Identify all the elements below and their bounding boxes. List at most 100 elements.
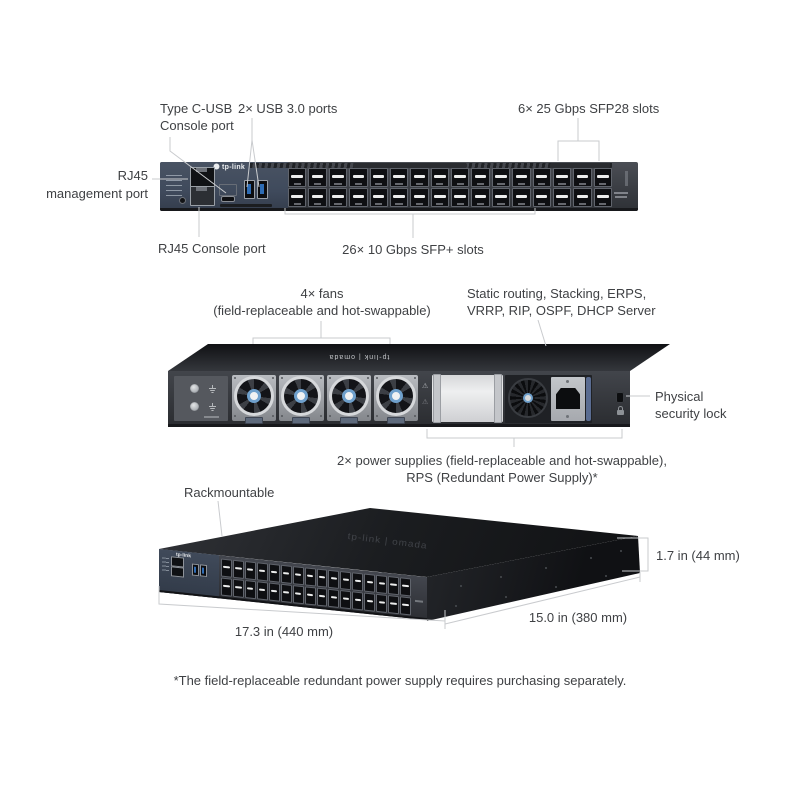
label-line: Static routing, Stacking, ERPS, <box>467 286 647 301</box>
sfp-port <box>364 592 376 612</box>
sfp-port <box>268 582 280 602</box>
sfp-port <box>280 564 292 584</box>
sfp-port <box>328 168 348 187</box>
rps-blank-cover <box>432 374 503 423</box>
screw-icon <box>566 380 569 383</box>
sfp-port <box>593 188 612 207</box>
top-watermark-logo: tp-link | omada <box>347 531 429 552</box>
label-line: 15.0 in (380 mm) <box>528 610 628 625</box>
sfp-port <box>389 188 409 207</box>
fan-opening <box>234 376 275 416</box>
sfp-port <box>471 168 490 187</box>
rj45-management-port <box>190 167 215 187</box>
label-line: Rackmountable <box>184 485 275 500</box>
rj45-console-port <box>171 566 184 578</box>
led-indicator-block <box>162 557 169 574</box>
label-rj45-console: RJ45 Console port <box>158 240 266 257</box>
sfp-port <box>304 567 316 587</box>
sfp-port <box>292 585 304 605</box>
fan-module <box>326 375 371 424</box>
fans-bracket-line <box>252 321 391 344</box>
sfp-port <box>430 168 449 187</box>
fan-opening <box>328 376 369 416</box>
sfp-port <box>308 188 327 207</box>
sfp-port <box>532 168 551 187</box>
label-line: 26× 10 Gbps SFP+ slots <box>342 242 484 257</box>
screw-icon <box>190 384 199 393</box>
fan-handle <box>339 417 358 424</box>
sfp-port-grid <box>288 168 612 207</box>
sfp-port <box>268 563 280 583</box>
sfp-port <box>593 168 612 187</box>
panel-slot <box>220 204 272 207</box>
sfp-port <box>376 593 388 613</box>
sfp-port <box>304 586 316 606</box>
sfp-port <box>244 580 256 600</box>
label-typec-console: Type C-USB Console port <box>160 100 234 134</box>
sfp-port <box>552 188 572 207</box>
label-line: 4× fans <box>300 286 344 301</box>
fan-opening <box>375 376 416 416</box>
reset-button <box>180 198 185 203</box>
fan-hub <box>388 389 403 403</box>
sfp-plus-bracket-line <box>284 208 536 238</box>
label-line: 6× 25 Gbps SFP28 slots <box>518 101 660 116</box>
sfp-port <box>352 591 364 611</box>
screw-icon <box>566 415 569 418</box>
sfp-port <box>316 587 328 607</box>
sfp-port <box>328 569 340 589</box>
sfp-port <box>388 595 400 615</box>
label-rackmountable: Rackmountable <box>184 484 274 501</box>
sfp-port <box>410 188 429 207</box>
psu-bracket-line <box>426 429 623 447</box>
sfp-port <box>288 188 307 207</box>
label-line: Console port <box>160 118 234 133</box>
sfp-port <box>451 188 470 207</box>
label-dimension-depth: 15.0 in (380 mm) <box>498 609 658 626</box>
label-line: RJ45 Console port <box>158 241 266 256</box>
sfp-port <box>256 581 268 601</box>
sfp-port <box>400 577 411 597</box>
footnote-text: *The field-replaceable redundant power s… <box>173 673 627 688</box>
model-text-placeholder <box>614 192 628 194</box>
sfp28-bracket-line <box>557 118 600 161</box>
label-line: RJ45 <box>117 168 148 183</box>
sfp-port <box>349 188 368 207</box>
usb3-port-1 <box>192 563 199 577</box>
label-line: management port <box>46 186 148 201</box>
fan-hub <box>341 389 356 403</box>
screw-icon <box>190 402 199 411</box>
sfp-port <box>389 168 409 187</box>
sfp-port <box>369 168 388 187</box>
sfp-port <box>340 571 352 591</box>
psu-handle <box>586 377 591 421</box>
sfp-port <box>232 578 244 598</box>
label-fans: 4× fans (field-replaceable and hot-swapp… <box>192 285 452 319</box>
sfp-port <box>376 574 388 594</box>
label-line: 1.7 in (44 mm) <box>656 548 740 563</box>
fan-opening <box>281 376 322 416</box>
label-dimension-width: 17.3 in (440 mm) <box>204 623 364 640</box>
sfp-port <box>280 583 292 603</box>
fan-module <box>373 375 418 424</box>
label-security-lock: Physical security lock <box>655 388 727 422</box>
vent-recess <box>550 163 610 168</box>
sfp-port <box>316 568 328 588</box>
fan-hub <box>294 389 309 403</box>
sfp-port <box>349 168 368 187</box>
plate-text-placeholder <box>204 416 219 418</box>
sfp-port <box>451 168 470 187</box>
sfp-port <box>471 188 490 207</box>
ground-icon <box>209 403 216 411</box>
tplink-logo: tp-link <box>213 163 253 172</box>
sfp-port <box>244 561 256 581</box>
fan-module <box>232 375 277 424</box>
model-text-placeholder <box>615 196 627 198</box>
sfp-port <box>491 188 511 207</box>
sfp-port <box>388 576 400 596</box>
switch-front-view: tp-link <box>160 162 638 211</box>
ac-inlet <box>556 388 580 409</box>
sfp-port <box>221 558 232 578</box>
usb3-port-2 <box>257 180 268 199</box>
